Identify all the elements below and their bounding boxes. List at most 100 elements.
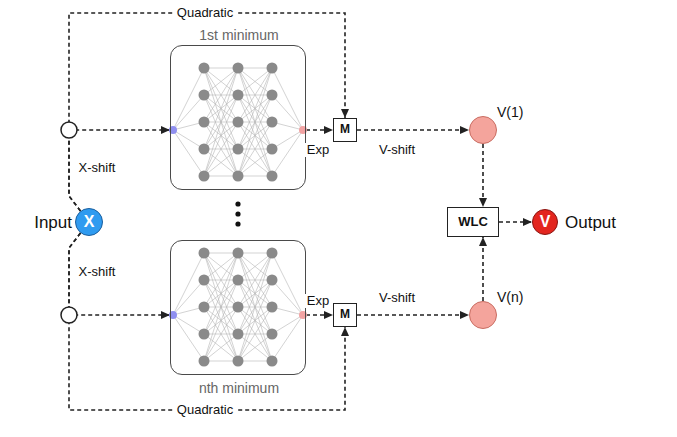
ellipsis-dot	[235, 201, 240, 206]
network-link	[204, 253, 238, 280]
network-link	[238, 68, 272, 95]
neuron	[267, 144, 278, 155]
dashed-connector	[482, 144, 484, 207]
network-link	[204, 68, 238, 149]
network-link	[238, 280, 272, 361]
neuron	[233, 63, 244, 74]
shift-junction	[61, 307, 77, 323]
ellipsis-dot	[235, 221, 240, 226]
dashed-connector	[306, 129, 333, 131]
network-link	[238, 334, 272, 361]
neuron	[199, 248, 210, 259]
network-link	[238, 253, 272, 334]
network-link	[204, 280, 238, 361]
edge-label: V-shift	[376, 291, 418, 306]
potential-circle: V(n)	[469, 301, 497, 329]
network-link	[238, 95, 272, 176]
network-link	[238, 95, 272, 176]
neuron	[199, 63, 210, 74]
network-link	[238, 68, 272, 95]
neuron	[267, 248, 278, 259]
network-link	[204, 334, 238, 361]
network-link	[238, 149, 272, 176]
network-link	[204, 68, 238, 95]
neuron	[267, 171, 278, 182]
dashed-connector	[306, 314, 333, 316]
network-link	[238, 68, 272, 149]
neuron	[199, 117, 210, 128]
neuron	[233, 302, 244, 313]
neuron	[233, 144, 244, 155]
neuron	[267, 275, 278, 286]
neuron	[199, 275, 210, 286]
network-link	[204, 253, 238, 280]
output-symbol: V	[540, 213, 551, 231]
network-link	[204, 149, 238, 176]
operator-label: M	[340, 123, 350, 137]
network-box: 1st minimum	[170, 45, 306, 190]
network-link	[238, 253, 272, 280]
operator-box: M	[333, 118, 357, 142]
network-link	[238, 334, 272, 361]
network-link	[204, 95, 238, 176]
input-symbol: X	[84, 213, 95, 231]
neuron	[199, 171, 210, 182]
network-link	[238, 280, 272, 361]
neuron	[233, 117, 244, 128]
operator-box: M	[333, 303, 357, 327]
network-link	[204, 253, 238, 334]
shift-junction	[61, 122, 77, 138]
network-link	[238, 253, 272, 334]
dashed-connector	[482, 237, 484, 301]
dashed-connector	[357, 129, 469, 131]
network-link	[272, 130, 303, 176]
dashed-connector	[69, 233, 345, 410]
neuron	[233, 275, 244, 286]
edge-label: X-shift	[76, 161, 119, 176]
dashed-connector	[69, 13, 345, 211]
network-box: nth minimum	[170, 240, 306, 375]
input-circle: InputX	[75, 208, 103, 236]
dashed-connector	[499, 221, 532, 223]
neuron	[233, 356, 244, 367]
network-link	[204, 68, 238, 95]
edge-label: Exp	[304, 294, 332, 309]
neuron	[267, 329, 278, 340]
neuron	[199, 302, 210, 313]
edge-label: X-shift	[76, 265, 119, 280]
edge-label: V-shift	[376, 143, 418, 158]
neuron	[267, 356, 278, 367]
network-link	[204, 68, 238, 149]
neuron	[233, 248, 244, 259]
potential-label: V(n)	[497, 289, 523, 305]
ellipsis-dot	[235, 211, 240, 216]
neuron	[233, 329, 244, 340]
neuron	[267, 63, 278, 74]
neuron	[199, 90, 210, 101]
network-link	[204, 95, 238, 176]
network-link	[272, 315, 303, 361]
neural-network-drawing	[169, 63, 307, 367]
neuron	[199, 356, 210, 367]
combination-label: WLC	[458, 215, 488, 230]
combination-box: WLC	[447, 207, 499, 237]
output-circle: VOutput	[532, 209, 558, 235]
neuron	[267, 302, 278, 313]
dashed-connector	[69, 130, 170, 211]
network-link	[238, 149, 272, 176]
edge-label: Quadratic	[174, 6, 236, 21]
network-link	[204, 280, 238, 361]
edge-label: Exp	[304, 143, 332, 158]
dashed-connector	[357, 314, 469, 316]
potential-circle: V(1)	[469, 116, 497, 144]
potential-label: V(1)	[497, 104, 523, 120]
input-label: Input	[34, 213, 72, 233]
network-link	[238, 68, 272, 149]
network-link	[204, 253, 238, 334]
output-label: Output	[565, 213, 616, 233]
network-link	[204, 149, 238, 176]
neuron	[267, 90, 278, 101]
network-link	[173, 315, 204, 361]
neuron	[233, 171, 244, 182]
